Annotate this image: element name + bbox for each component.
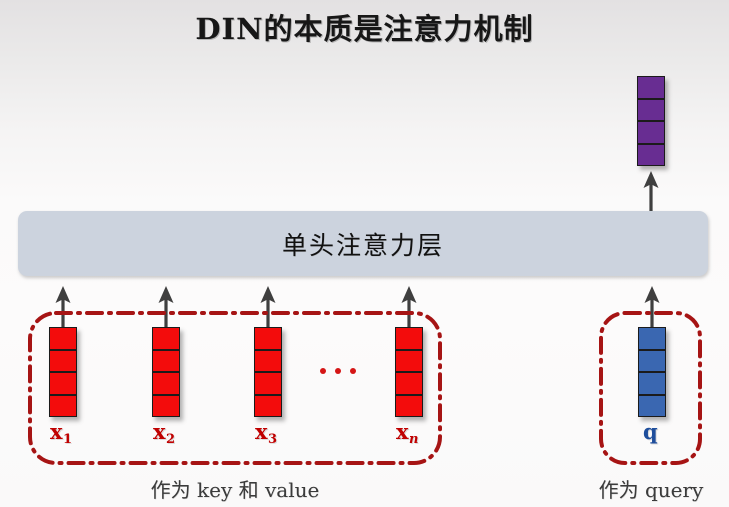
key-value-vector-x1 — [49, 327, 77, 417]
vector-cell — [637, 98, 665, 121]
vector-label-base: x — [396, 419, 409, 444]
vector-label-subscript: 3 — [268, 432, 278, 448]
vector-cell — [637, 121, 665, 144]
output-vector — [637, 76, 665, 166]
vector-cell — [49, 372, 77, 395]
vector-label-base: x — [255, 419, 268, 444]
vector-cell — [395, 327, 423, 350]
vector-cell — [152, 394, 180, 417]
vector-cell — [395, 372, 423, 395]
vector-cell — [152, 327, 180, 350]
query-vector-q — [638, 327, 666, 417]
vector-cell — [49, 349, 77, 372]
ellipsis-dot — [320, 368, 326, 374]
arrow-up-query-icon — [643, 285, 661, 327]
vector-cell — [254, 327, 282, 350]
key-value-group-box — [28, 311, 442, 465]
vector-cell — [49, 327, 77, 350]
vector-cell — [637, 143, 665, 166]
vector-label-q: q — [643, 419, 658, 444]
ellipsis-dots — [320, 368, 356, 374]
vector-cell — [254, 349, 282, 372]
query-group-box — [599, 311, 702, 465]
vector-label-x3: x3 — [255, 419, 277, 447]
vector-cell — [49, 394, 77, 417]
vector-label-xn: xn — [396, 419, 418, 447]
key-value-vector-x3 — [254, 327, 282, 417]
attention-layer-box: 单头注意力层 — [18, 211, 708, 276]
vector-cell — [254, 372, 282, 395]
vector-label-x2: x2 — [153, 419, 175, 447]
page-title: DIN的本质是注意力机制 — [195, 12, 534, 46]
vector-cell — [637, 76, 665, 99]
vector-label-base: x — [153, 419, 166, 444]
vector-cell — [254, 394, 282, 417]
vector-cell — [395, 394, 423, 417]
key-value-vector-x2 — [152, 327, 180, 417]
vector-cell — [638, 327, 666, 350]
vector-cell — [152, 372, 180, 395]
key-value-vector-xn — [395, 327, 423, 417]
vector-label-x1: x1 — [50, 419, 72, 447]
vector-cell — [638, 372, 666, 395]
key-value-caption: 作为 key 和 value — [150, 478, 320, 502]
vector-cell — [638, 394, 666, 417]
vector-cell — [638, 349, 666, 372]
vector-label-subscript: n — [409, 432, 419, 448]
vector-label-subscript: 1 — [63, 432, 73, 448]
query-caption: 作为 query — [598, 478, 704, 502]
vector-label-subscript: 2 — [166, 432, 176, 448]
ellipsis-dot — [335, 368, 341, 374]
ellipsis-dot — [350, 368, 356, 374]
attention-layer-label: 单头注意力层 — [281, 230, 444, 260]
vector-label-base: x — [50, 419, 63, 444]
vector-cell — [395, 349, 423, 372]
arrow-up-to-output-icon — [642, 170, 660, 212]
vector-cell — [152, 349, 180, 372]
